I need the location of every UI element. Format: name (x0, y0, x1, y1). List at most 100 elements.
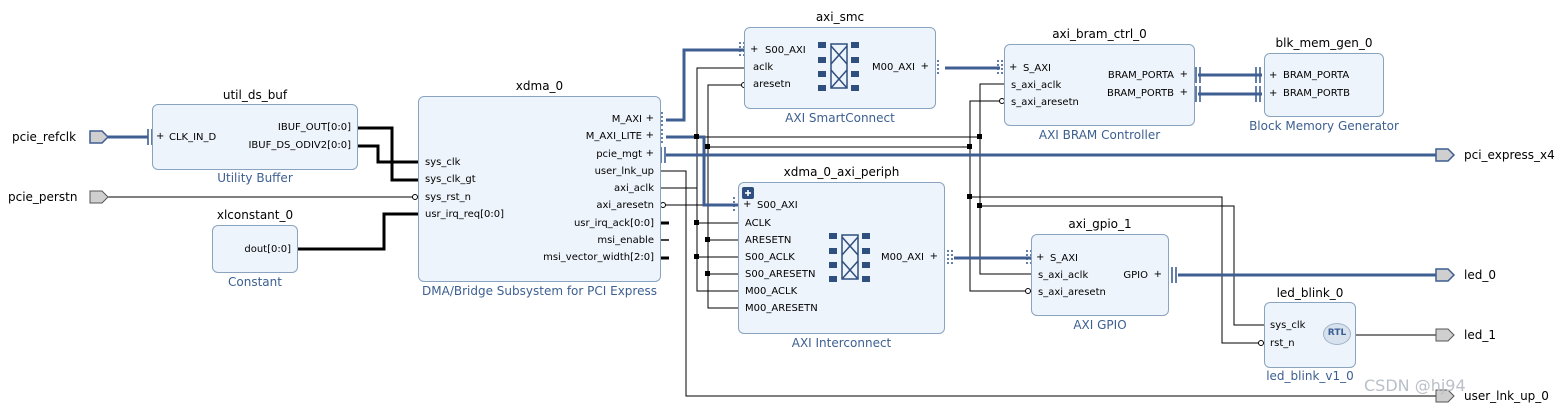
port-pcie-refclk-shape[interactable] (89, 130, 110, 144)
block-xlconstant[interactable]: dout[0:0] (212, 225, 298, 273)
junction-aresetn-1 (705, 144, 710, 149)
port-label-pci-express-x4: pci_express_x4 (1464, 148, 1555, 162)
wire-aresetn-gpio (969, 147, 1031, 292)
block-xdma[interactable]: sys_clk sys_clk_gt sys_rst_n usr_irq_req… (418, 96, 661, 282)
expand-icon[interactable] (742, 187, 754, 199)
bus-glyph-gpio (1171, 267, 1177, 283)
port-led0-shape[interactable] (1435, 268, 1456, 282)
block-axi-smc[interactable]: + S00_AXI aclk aresetn M00_AXI + (744, 27, 936, 109)
wire-axi-aclk-m00 (696, 257, 738, 292)
pin-stubs (298, 126, 669, 260)
port-label-pcie-refclk: pcie_refclk (12, 130, 77, 144)
junction-aclk-1 (694, 134, 699, 139)
wire-ibuf-odiv2-sys-clk (358, 144, 418, 164)
plus-icon-smc-m00: + (920, 61, 929, 72)
block-axi-periph[interactable]: + S00_AXI ACLK ARESETN S00_ACLK S00_ARES… (738, 182, 945, 334)
pin-m-axi: M_AXI (611, 114, 642, 125)
pin-usr-irq-req: usr_irq_req[0:0] (425, 209, 505, 220)
block-led-blink[interactable]: sys_clk rst_n led RTL (1264, 302, 1356, 368)
pin-mem-porta: BRAM_PORTA (1283, 70, 1350, 81)
bus-glyph-pcie-mgt (660, 147, 666, 163)
block-subtitle-led-blink: led_blink_v1_0 (1266, 369, 1354, 383)
block-util-ds-buf[interactable]: + CLK_IN_D IBUF_OUT[0:0] IBUF_DS_ODIV2[0… (152, 104, 358, 170)
pin-gpio-s-axi: S_AXI (1050, 253, 1078, 264)
port-label-led-0: led_0 (1464, 268, 1496, 282)
pin-dout: dout[0:0] (244, 244, 291, 255)
crossbar-icon-periph (829, 233, 870, 282)
port-pcie-perstn-shape[interactable] (89, 190, 109, 204)
pin-gpio-s-axi-aclk: s_axi_aclk (1038, 270, 1089, 281)
block-subtitle-bram-ctrl: AXI BRAM Controller (1038, 128, 1161, 142)
wire-user-lnk-up (661, 170, 1436, 397)
block-subtitle-util-ds-buf: Utility Buffer (217, 171, 293, 185)
pin-gpio-out: GPIO (1123, 270, 1148, 281)
wire-aresetn-bram (969, 100, 1004, 147)
pin-m-axi-lite: M_AXI_LITE (585, 131, 642, 142)
plus-icon-smc-s00: + (750, 44, 759, 55)
block-title-xlconstant: xlconstant_0 (216, 208, 294, 222)
wire-axi-aresetn (661, 204, 738, 241)
block-blk-mem-gen[interactable]: + + BRAM_PORTA BRAM_PORTB (1264, 53, 1384, 117)
pin-smc-aresetn: aresetn (753, 79, 791, 90)
pin-bram-portb: BRAM_PORTB (1107, 88, 1174, 99)
bubble-xdma-aresetn (660, 202, 666, 208)
block-title-axi-smc: axi_smc (815, 10, 865, 24)
pin-sys-clk-gt: sys_clk_gt (425, 174, 476, 185)
wire-aclk-gpio (979, 137, 1031, 275)
block-axi-gpio[interactable]: + S_AXI s_axi_aclk s_axi_aresetn GPIO + (1031, 234, 1169, 316)
plus-icon-periph-m00: + (929, 251, 938, 262)
bubble-gpio-aresetn (1025, 288, 1031, 294)
wire-const-irq (298, 212, 418, 251)
pin-usr-irq-ack: usr_irq_ack[0:0] (573, 218, 654, 229)
pin-bram-s-axi-aclk: s_axi_aclk (1011, 80, 1062, 91)
port-label-led-1: led_1 (1464, 328, 1496, 342)
pin-periph-aclk: ACLK (745, 218, 771, 229)
pin-axi-aclk: axi_aclk (613, 183, 654, 194)
plus-icon-pcie-mgt: + (645, 148, 654, 159)
wire-aresetn-smc (707, 84, 744, 205)
pin-msi-enable: msi_enable (597, 235, 654, 246)
port-label-user-lnk-up-0: user_lnk_up_0 (1464, 389, 1549, 403)
block-title-axi-gpio: axi_gpio_1 (1068, 217, 1132, 231)
pin-ibuf-out: IBUF_OUT[0:0] (277, 122, 351, 133)
pin-plus-icon: + (156, 131, 165, 142)
external-ports (89, 130, 1456, 403)
bus-glyph-bram-s (997, 60, 1003, 76)
plus-icon-mem-portb: + (1269, 88, 1278, 99)
block-title-led-blink: led_blink_0 (1276, 286, 1344, 300)
block-title-xdma: xdma_0 (515, 79, 564, 93)
pin-sys-rst-n: sys_rst_n (425, 192, 471, 203)
axi-buses (108, 48, 1436, 277)
pin-led-blink-sys-clk: sys_clk (1270, 320, 1306, 331)
port-pci-express-x4-shape[interactable] (1435, 148, 1456, 162)
block-bram-ctrl[interactable]: + S_AXI s_axi_aclk s_axi_aresetn BRAM_PO… (1004, 44, 1195, 126)
plus-icon-periph-s00: + (743, 199, 752, 210)
pin-smc-m00-axi: M00_AXI (872, 62, 915, 73)
pin-bram-porta: BRAM_PORTA (1107, 70, 1174, 81)
plus-icon-m-axi-lite: + (645, 130, 654, 141)
wire-ibuf-out-sys-clk-gt (358, 126, 418, 182)
plus-icon-m-axi: + (645, 113, 654, 124)
junction-aclk-2 (977, 134, 982, 139)
watermark-text: CSDN @hj94 (1364, 376, 1466, 395)
block-subtitle-blk-mem-gen: Block Memory Generator (1249, 119, 1399, 133)
block-title-axi-periph: xdma_0_axi_periph (783, 165, 900, 179)
crossbar-icon-smc (818, 42, 859, 91)
pin-periph-m00-axi: M00_AXI (881, 252, 924, 263)
pin-msi-vector-width: msi_vector_width[2:0] (543, 252, 654, 263)
rtl-badge-text: RTL (1327, 328, 1347, 338)
block-subtitle-axi-periph: AXI Interconnect (791, 336, 892, 350)
junction-aresetn-5 (705, 271, 710, 276)
block-subtitle-axi-gpio: AXI GPIO (1073, 318, 1127, 332)
pin-smc-s00-axi: S00_AXI (765, 45, 806, 56)
port-user-lnk-up-0-shape[interactable] (1435, 389, 1455, 403)
port-led1-shape[interactable] (1435, 328, 1455, 342)
junction-aclk-4 (694, 220, 699, 225)
pin-periph-s00-aresetn: S00_ARESETN (745, 269, 816, 280)
pin-led-blink-rst-n: rst_n (1270, 338, 1295, 349)
pin-periph-s00-axi: S00_AXI (757, 200, 798, 211)
pin-axi-aresetn: axi_aresetn (596, 200, 654, 211)
pin-ibuf-ds-odiv2: IBUF_DS_ODIV2[0:0] (248, 140, 351, 151)
bus-glyph-bram-a (1195, 67, 1261, 83)
